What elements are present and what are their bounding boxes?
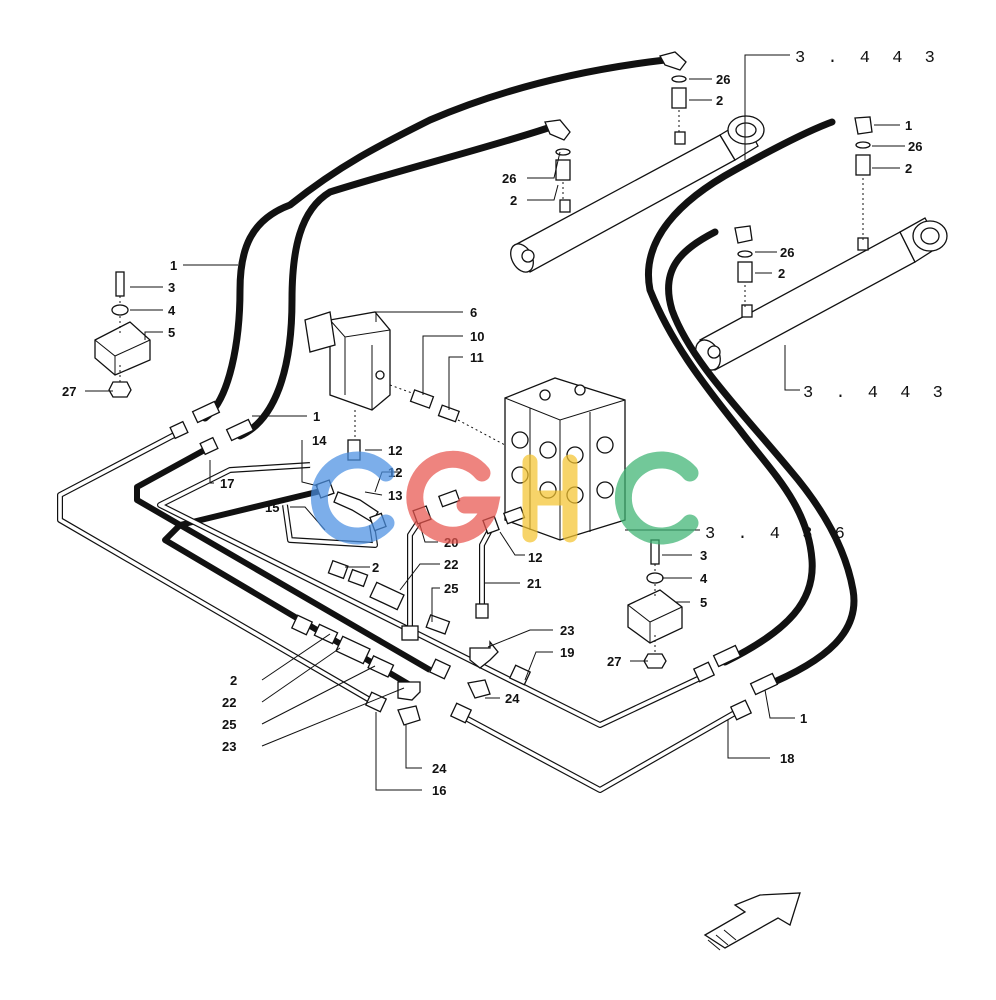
callout-c22: 15 <box>265 500 279 515</box>
callout-c9: 3 <box>168 280 175 295</box>
callout-c4: 26 <box>502 171 516 186</box>
callout-labels: 26 2 1 26 2 26 2 1 3 4 5 27 6 10 11 1 14… <box>62 72 922 798</box>
callout-c24: 12 <box>528 550 542 565</box>
callout-c37: 24 <box>505 691 520 706</box>
clamp-left <box>94 271 151 398</box>
cylinder-top <box>510 115 765 273</box>
callout-c35: 2 <box>230 673 237 688</box>
watermark-letter-h <box>522 454 578 543</box>
callout-c12: 27 <box>62 384 76 399</box>
direction-arrow-icon <box>703 892 801 951</box>
watermark-logo <box>310 450 699 545</box>
callout-c31: 5 <box>700 595 707 610</box>
callout-c34: 19 <box>560 645 574 660</box>
callout-c8: 1 <box>170 258 177 273</box>
callout-c13: 6 <box>470 305 477 320</box>
callout-c44: 2 <box>778 266 785 281</box>
clamp-right <box>627 539 683 669</box>
callout-c3: 1 <box>905 118 912 133</box>
callout-c28: 25 <box>444 581 458 596</box>
callout-c11: 5 <box>168 325 175 340</box>
cylinder-right <box>695 217 948 371</box>
callout-c30: 4 <box>700 571 708 586</box>
callout-c27: 21 <box>527 576 541 591</box>
callout-c1: 26 <box>716 72 730 87</box>
ref-cylinder-right: 3 . 4 4 3 <box>803 384 949 403</box>
callout-c26: 22 <box>444 557 458 572</box>
callout-c10: 4 <box>168 303 176 318</box>
callout-c2: 2 <box>716 93 723 108</box>
callout-c40: 1 <box>800 711 807 726</box>
callout-c19: 17 <box>220 476 234 491</box>
ref-valve: 3 . 4 3 6 <box>705 525 851 544</box>
callout-c21: 13 <box>388 488 402 503</box>
callout-c25: 2 <box>372 560 379 575</box>
callout-c42: 24 <box>432 761 447 776</box>
callout-c16: 1 <box>313 409 320 424</box>
callout-c41: 18 <box>780 751 794 766</box>
dashed-lines <box>119 110 864 654</box>
callout-c43: 16 <box>432 783 446 798</box>
callout-c7: 2 <box>905 161 912 176</box>
reference-labels: 3 . 4 4 3 3 . 4 4 3 3 . 4 3 6 <box>705 49 949 544</box>
watermark-letter-c1 <box>310 451 395 545</box>
callout-c38: 25 <box>222 717 236 732</box>
hoses <box>201 56 858 692</box>
watermark-letter-c2 <box>614 451 699 545</box>
solenoid <box>304 311 391 411</box>
callout-c5: 2 <box>510 193 517 208</box>
ref-cylinder-top: 3 . 4 4 3 <box>795 49 941 68</box>
callout-c32: 23 <box>560 623 574 638</box>
callout-c6: 26 <box>908 139 922 154</box>
callout-c45: 26 <box>780 245 794 260</box>
callout-c18: 12 <box>388 443 402 458</box>
callout-c17: 14 <box>312 433 327 448</box>
callout-c39: 23 <box>222 739 236 754</box>
callout-c15: 11 <box>470 350 484 365</box>
watermark-letter-g <box>406 450 501 544</box>
callout-c33: 27 <box>607 654 621 669</box>
callout-c36: 22 <box>222 695 236 710</box>
callout-c29: 3 <box>700 548 707 563</box>
callout-c14: 10 <box>470 329 484 344</box>
